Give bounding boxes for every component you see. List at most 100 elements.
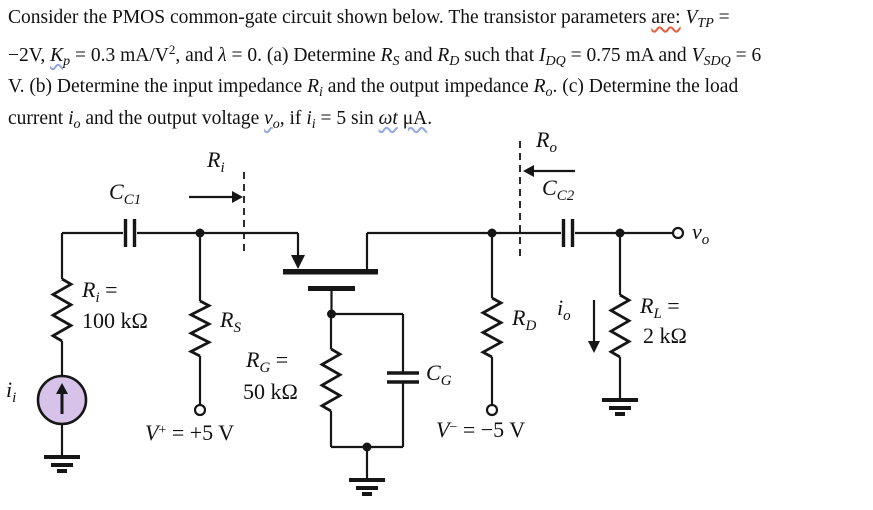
text-run: C1 bbox=[123, 192, 142, 208]
text-run: o bbox=[701, 232, 710, 248]
text-run: R bbox=[533, 76, 546, 97]
text-run: = 5 sin bbox=[315, 107, 379, 129]
text-run: = bbox=[713, 7, 730, 28]
ground-icon bbox=[44, 455, 80, 473]
label-rl: RL = bbox=[640, 295, 680, 322]
label-ri: Ri = bbox=[82, 279, 118, 306]
text-run: V. (b) Determine the input impedance bbox=[8, 76, 308, 97]
text-run: o bbox=[563, 308, 571, 324]
text-run: Consider the PMOS common-gate circuit sh… bbox=[8, 7, 652, 28]
text-run: i bbox=[220, 160, 225, 176]
text-run: and bbox=[399, 44, 438, 66]
text-run: . (c) Determine the load bbox=[552, 76, 739, 97]
text-run: i bbox=[95, 290, 100, 306]
text-run: V bbox=[685, 7, 698, 28]
text-run: = −5 V bbox=[457, 417, 526, 442]
text-run: TP bbox=[697, 16, 714, 31]
text-run: R bbox=[437, 44, 450, 66]
label-ro-probe: Ro bbox=[536, 129, 557, 156]
label-vo: vo bbox=[692, 221, 709, 248]
label-rs: RS bbox=[220, 309, 241, 336]
text-run: R bbox=[307, 76, 320, 97]
text-run: o bbox=[272, 116, 280, 132]
problem-line-4: current io and the output voltage vo, if… bbox=[8, 106, 761, 138]
text-run: = 0. (a) Determine bbox=[226, 44, 381, 66]
gate-ground-wire bbox=[331, 445, 403, 480]
text-run: , and bbox=[175, 44, 219, 66]
label-ri-probe: Ri bbox=[207, 149, 225, 176]
label-rg: RG = bbox=[246, 349, 288, 376]
label-cg: CG bbox=[426, 362, 452, 389]
text-run: C bbox=[109, 179, 124, 204]
text-run: R bbox=[512, 305, 526, 330]
text-run: = 6 bbox=[730, 44, 762, 66]
text-run: R bbox=[246, 347, 260, 372]
label-io: io bbox=[557, 297, 571, 324]
text-run: i bbox=[68, 107, 74, 129]
text-run: DQ bbox=[545, 53, 566, 69]
text-run: λ bbox=[218, 44, 227, 66]
label-vplus: V+ = +5 V bbox=[145, 422, 234, 444]
text-run: I bbox=[539, 44, 546, 66]
text-run: = bbox=[99, 277, 118, 302]
text-run: C bbox=[426, 360, 441, 385]
text-run: i bbox=[306, 107, 312, 129]
label-cc2: CC2 bbox=[542, 177, 574, 204]
text-run: R bbox=[536, 127, 550, 152]
ground-icon bbox=[602, 398, 638, 416]
text-run: R bbox=[207, 147, 221, 172]
text-run: SDQ bbox=[703, 53, 731, 69]
text-run: = 0.75 mA and bbox=[565, 44, 692, 66]
text-run: G bbox=[440, 373, 452, 389]
text-run: G bbox=[259, 360, 271, 376]
text-run: and the output impedance bbox=[322, 76, 534, 97]
text-run: 2 bbox=[168, 41, 176, 57]
text-run: = +5 V bbox=[166, 420, 235, 445]
resistor-ri bbox=[50, 233, 74, 376]
problem-line-2: −2V, Kp = 0.3 mA/V2, and λ = 0. (a) Dete… bbox=[8, 37, 761, 75]
source-arrow bbox=[291, 255, 305, 269]
label-ri-value: 100 kΩ bbox=[82, 308, 148, 333]
text-run: current bbox=[8, 107, 69, 129]
text-run: v bbox=[692, 219, 702, 244]
text-run: C2 bbox=[556, 188, 575, 204]
text-run: R bbox=[640, 293, 654, 318]
terminal-vplus bbox=[193, 403, 207, 417]
text-run: − bbox=[449, 420, 458, 435]
text-run: R bbox=[220, 307, 234, 332]
junction-dots bbox=[195, 228, 625, 452]
text-run: = 0.3 mA/V bbox=[70, 44, 169, 66]
pmos-transistor bbox=[283, 233, 378, 314]
text-run: and the output voltage bbox=[80, 107, 265, 129]
label-rg-value: 50 kΩ bbox=[243, 379, 298, 404]
label-rl-value: 2 kΩ bbox=[643, 323, 687, 348]
text-run: μA bbox=[402, 107, 428, 129]
text-run: . bbox=[427, 107, 433, 129]
text-run: o bbox=[545, 85, 553, 100]
text-run: i bbox=[311, 116, 316, 132]
text-run: such that bbox=[459, 44, 539, 66]
text-run: R bbox=[82, 277, 96, 302]
capacitor-cg bbox=[331, 312, 419, 447]
resistor-rs bbox=[187, 233, 213, 405]
label-vminus: V− = −5 V bbox=[436, 419, 525, 441]
label-ii: ii bbox=[6, 379, 16, 406]
resistor-rd bbox=[480, 233, 504, 405]
text-run: = bbox=[270, 347, 289, 372]
label-rd: RD bbox=[512, 307, 536, 334]
text-run: o bbox=[73, 116, 81, 132]
text-run: = bbox=[661, 293, 680, 318]
text-run: V bbox=[145, 420, 159, 445]
text-run: v bbox=[264, 107, 273, 129]
terminal-vminus bbox=[485, 403, 499, 417]
text-run: −2V, bbox=[8, 44, 51, 66]
text-run: p bbox=[63, 53, 71, 69]
probe-arrow-ro bbox=[523, 165, 575, 177]
text-run: D bbox=[525, 318, 537, 334]
probe-arrow-ri bbox=[189, 191, 243, 203]
text-run: + bbox=[158, 423, 167, 438]
text-run: R bbox=[380, 44, 393, 66]
problem-line-3: V. (b) Determine the input impedance Ri … bbox=[8, 74, 761, 106]
text-run: L bbox=[653, 306, 662, 322]
text-run: o bbox=[549, 140, 557, 156]
